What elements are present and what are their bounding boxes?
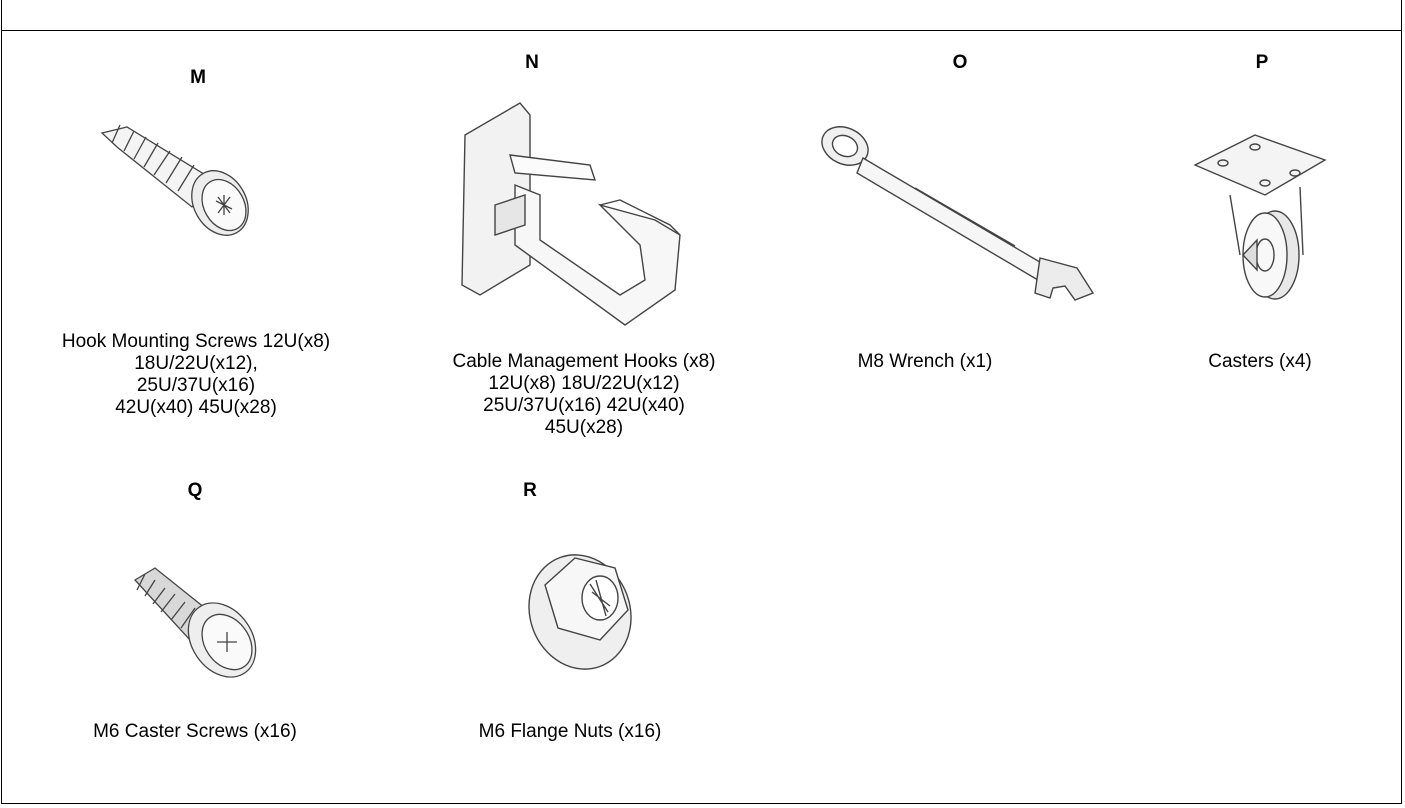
- part-letter-r: R: [523, 480, 537, 501]
- header-divider: [1, 30, 1402, 31]
- part-caption-o: M8 Wrench (x1): [857, 351, 993, 372]
- part-letter-p: P: [1255, 52, 1269, 73]
- part-caption-q: M6 Caster Screws (x16): [93, 721, 297, 742]
- part-letter-m: M: [190, 67, 206, 88]
- self-tapping-screw-icon: [100, 124, 249, 236]
- flange-nut-icon: [528, 554, 632, 670]
- part-letter-o: O: [952, 52, 968, 73]
- part-caption-n: Cable Management Hooks (x8)12U(x8) 18U/2…: [452, 351, 716, 438]
- part-letter-q: Q: [187, 480, 203, 501]
- part-caption-m: Hook Mounting Screws 12U(x8)18U/22U(x12)…: [61, 331, 331, 418]
- part-letter-n: N: [525, 52, 539, 73]
- machine-screw-icon: [133, 567, 257, 678]
- part-caption-r: M6 Flange Nuts (x16): [478, 721, 662, 742]
- wrench-icon: [821, 126, 1095, 301]
- part-caption-p: Casters (x4): [1208, 351, 1312, 372]
- caster-icon: [1193, 134, 1327, 300]
- cable-hook-icon: [461, 102, 681, 326]
